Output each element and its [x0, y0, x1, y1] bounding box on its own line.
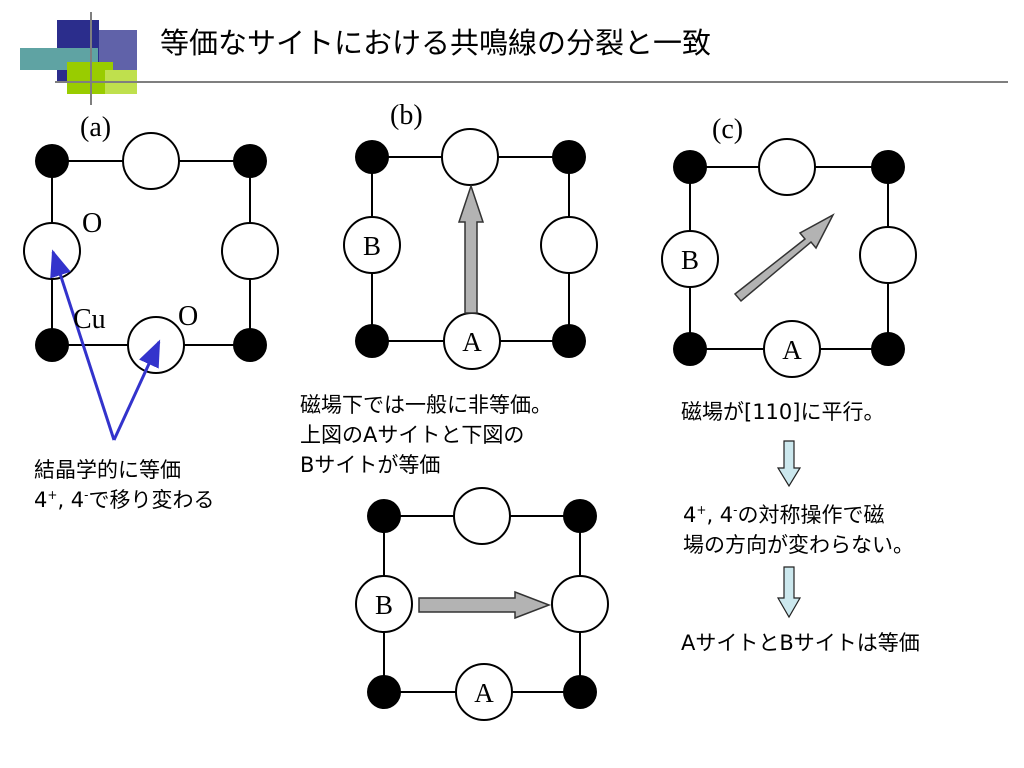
site-a-label: A — [474, 678, 494, 708]
cu-atom — [673, 332, 707, 366]
field-arrow-up — [457, 183, 485, 314]
panel-a-blue-arrows — [50, 249, 161, 441]
note-b-line1: 磁場下では一般に非等価。 — [300, 393, 552, 417]
copper-label: Cu — [73, 304, 106, 335]
oxygen-label: O — [178, 301, 198, 332]
cu-atom — [673, 150, 707, 184]
site-a — [763, 320, 821, 378]
cu-atom — [233, 328, 267, 362]
o-site — [551, 575, 609, 633]
site-a — [455, 663, 513, 721]
oxygen-label: O — [82, 208, 102, 239]
o-site — [221, 222, 279, 280]
cu-atom — [35, 328, 69, 362]
cu-atom — [871, 332, 905, 366]
note-b: 磁場下では一般に非等価。 上図のAサイトと下図の Bサイトが等価 — [300, 390, 552, 480]
field-arrow-diagonal — [733, 213, 835, 303]
note-c2-line1: 4+, 4-の対称操作で磁 — [683, 503, 885, 527]
site-a-label: A — [782, 335, 802, 365]
header-decoration — [20, 12, 1008, 105]
cu-atom — [367, 499, 401, 533]
note-a: 結晶学的に等価 4+, 4-で移り変わる — [34, 455, 215, 515]
cu-atom — [871, 150, 905, 184]
slide-title: 等価なサイトにおける共鳴線の分裂と一致 — [160, 26, 712, 60]
note-b-line3: Bサイトが等価 — [300, 453, 441, 477]
o-site — [540, 216, 598, 274]
site-b-label: B — [375, 590, 393, 620]
cu-atom — [552, 324, 586, 358]
cu-atom — [35, 144, 69, 178]
cu-atom — [233, 144, 267, 178]
site-b-label: B — [363, 231, 381, 261]
panel-c-lattice — [661, 138, 917, 378]
o-site — [453, 487, 511, 545]
cu-atom — [355, 324, 389, 358]
panel-b-lattice — [343, 128, 598, 370]
o-site — [859, 226, 917, 284]
site-b-label: B — [681, 245, 699, 275]
note-c2: 4+, 4-の対称操作で磁 場の方向が変わらない。 — [683, 500, 914, 560]
note-a-line1: 結晶学的に等価 — [34, 458, 181, 482]
down-arrow-icon — [776, 440, 802, 488]
panel-b2-lattice — [355, 487, 609, 721]
site-b — [343, 216, 401, 274]
panel-a-label: (a) — [80, 112, 111, 143]
note-c2-line2: 場の方向が変わらない。 — [683, 533, 914, 557]
panel-c-label: (c) — [712, 114, 743, 145]
site-a-label: A — [462, 327, 482, 357]
down-arrow-icon — [776, 566, 802, 619]
note-c3: AサイトとBサイトは等価 — [681, 631, 920, 655]
o-site — [758, 138, 816, 196]
cu-atom — [355, 140, 389, 174]
panel-a-lattice — [23, 132, 279, 374]
cu-atom — [552, 140, 586, 174]
o-site — [441, 128, 499, 186]
cu-atom — [367, 675, 401, 709]
o-site — [23, 222, 81, 280]
note-b-line2: 上図のAサイトと下図の — [300, 423, 525, 447]
field-arrow-right — [418, 590, 552, 620]
note-a-line2: 4+, 4-で移り変わる — [34, 488, 215, 512]
site-b — [661, 230, 719, 288]
cu-atom — [563, 675, 597, 709]
panel-b-label: (b) — [390, 100, 423, 131]
site-b — [355, 575, 413, 633]
cu-atom — [563, 499, 597, 533]
note-c1: 磁場が[110]に平行。 — [681, 400, 885, 424]
o-site — [122, 132, 180, 190]
